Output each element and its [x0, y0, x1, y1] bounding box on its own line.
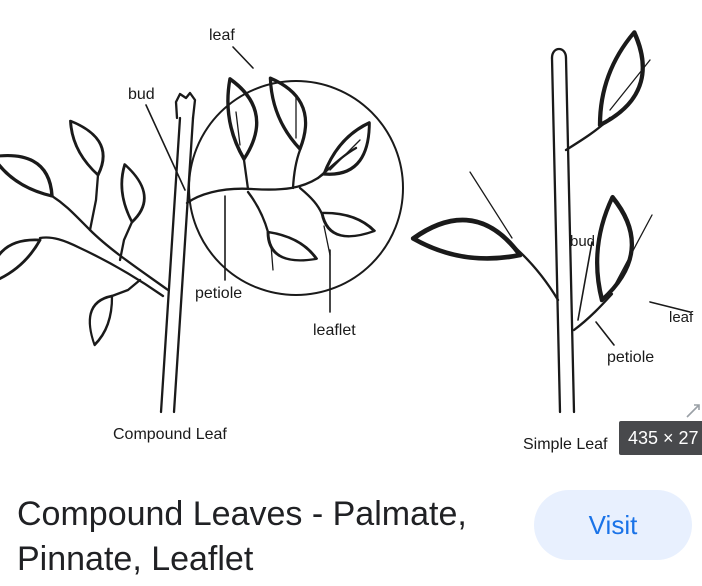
label-leaflet: leaflet [313, 322, 356, 339]
result-title[interactable]: Compound Leaves - Palmate, Pinnate, Leaf… [17, 492, 517, 582]
simple-stem [552, 49, 574, 412]
expand-icon[interactable] [684, 402, 702, 420]
label-bud-compound: bud [128, 86, 155, 103]
compound-stem [161, 93, 195, 412]
result-image[interactable]: leaf bud petiole leaflet Compound Leaf b… [0, 0, 702, 468]
label-bud-simple: bud [570, 233, 595, 250]
label-petiole-compound: petiole [195, 285, 242, 302]
caption-compound-leaf: Compound Leaf [113, 426, 227, 443]
label-leaf-compound: leaf [209, 27, 235, 44]
visit-button[interactable]: Visit [534, 490, 692, 560]
leaf-diagram: leaf bud petiole leaflet Compound Leaf b… [0, 0, 702, 468]
label-leaf-simple: leaf [669, 309, 694, 326]
caption-simple-leaf: Simple Leaf [523, 436, 608, 453]
label-petiole-simple: petiole [607, 349, 654, 366]
image-dimensions-badge: 435 × 27 [619, 421, 702, 455]
